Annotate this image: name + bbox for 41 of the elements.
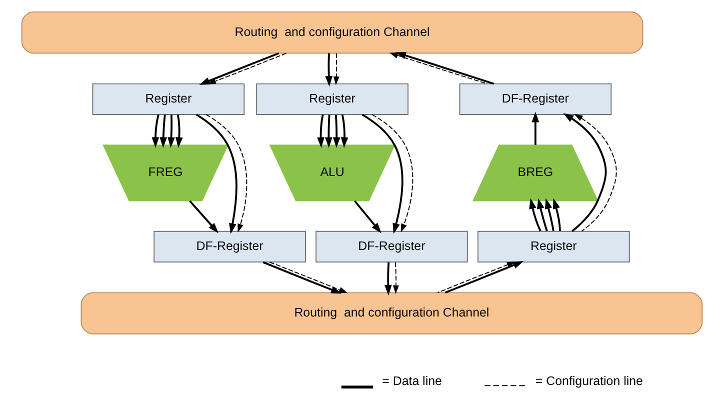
- node-box: DF-Register: [154, 230, 306, 263]
- node-box: DF-Register: [459, 83, 612, 115]
- arrow: [354, 200, 382, 234]
- arrow: [189, 200, 219, 234]
- node-box: Routing and configuration Channel: [80, 292, 703, 334]
- arrow: [552, 198, 561, 232]
- arrow: [325, 114, 332, 148]
- node-box: DF-Register: [316, 230, 468, 263]
- arrow: [206, 114, 248, 232]
- arrow: [532, 112, 540, 145]
- arrow: [317, 114, 324, 148]
- arrow: [160, 114, 168, 148]
- arrow: [574, 114, 617, 232]
- arrow: [544, 198, 554, 232]
- arrow: [332, 114, 340, 148]
- arrow: [529, 198, 542, 232]
- arrow: [333, 52, 340, 86]
- arrow: [168, 114, 175, 148]
- arrow: [262, 261, 342, 294]
- arrow: [152, 114, 160, 148]
- arrow: [196, 114, 238, 234]
- arrow: [340, 114, 348, 148]
- arrow: [395, 52, 494, 85]
- node-box: Register: [92, 83, 245, 115]
- arrow: [325, 53, 333, 87]
- arrow: [372, 114, 414, 232]
- arrow: [392, 262, 399, 294]
- arrow: [207, 52, 287, 84]
- arrow: [362, 114, 404, 234]
- arrow: [176, 114, 183, 148]
- node-box: Routing and configuration Channel: [21, 11, 644, 54]
- arrow: [384, 262, 392, 296]
- arrow: [563, 113, 607, 232]
- arrow: [199, 52, 280, 85]
- arrow: [537, 198, 548, 232]
- arrow: [269, 262, 348, 294]
- node-box: Register: [477, 230, 630, 263]
- arrow: [389, 52, 488, 84]
- node-box: Register: [256, 83, 408, 115]
- legend-label: = Configuration line: [535, 374, 643, 388]
- legend-label: = Data line: [382, 374, 442, 388]
